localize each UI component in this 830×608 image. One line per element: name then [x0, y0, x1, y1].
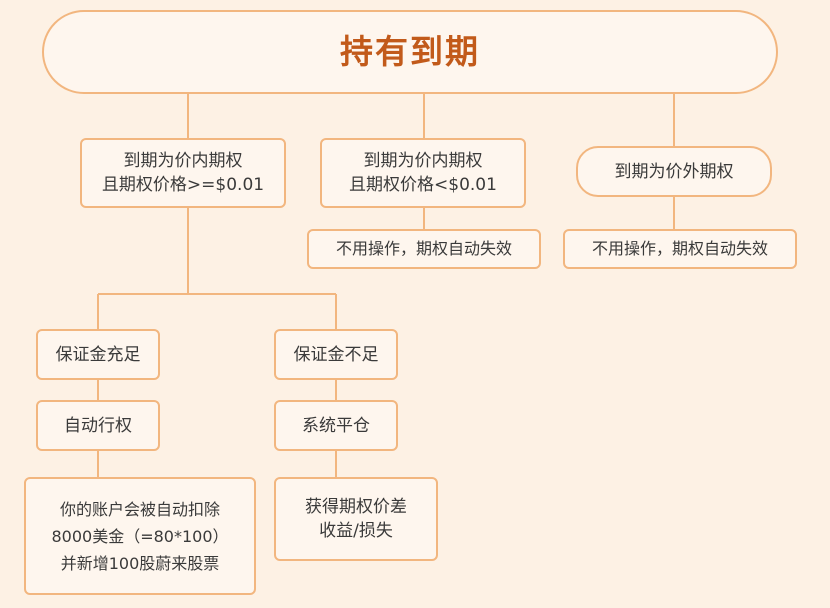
itm-above-threshold-node: 到期为价内期权 且期权价格>=$0.01 — [80, 138, 286, 208]
margin-insufficient-node: 保证金不足 — [274, 329, 398, 380]
itm-above-threshold-label: 到期为价内期权 且期权价格>=$0.01 — [101, 151, 265, 195]
system-close-label: 系统平仓 — [302, 415, 370, 436]
auto-exercise-node: 自动行权 — [36, 400, 160, 451]
margin-sufficient-label: 保证金充足 — [55, 344, 141, 365]
system-close-node: 系统平仓 — [274, 400, 398, 451]
itm-below-result-node: 不用操作，期权自动失效 — [307, 229, 541, 269]
otm-result-node: 不用操作，期权自动失效 — [563, 229, 797, 269]
exercise-outcome-label: 你的账户会被自动扣除 8000美金（=80*100） 并新增100股蔚来股票 — [51, 499, 229, 573]
auto-exercise-label: 自动行权 — [64, 415, 132, 436]
otm-node: 到期为价外期权 — [576, 146, 772, 197]
itm-below-threshold-label: 到期为价内期权 且期权价格<$0.01 — [349, 151, 497, 195]
close-outcome-label: 获得期权价差 收益/损失 — [305, 497, 407, 541]
close-outcome-node: 获得期权价差 收益/损失 — [274, 477, 438, 561]
margin-insufficient-label: 保证金不足 — [293, 344, 379, 365]
exercise-outcome-node: 你的账户会被自动扣除 8000美金（=80*100） 并新增100股蔚来股票 — [24, 477, 256, 595]
margin-sufficient-node: 保证金充足 — [36, 329, 160, 380]
itm-below-result-label: 不用操作，期权自动失效 — [335, 239, 512, 258]
otm-result-label: 不用操作，期权自动失效 — [591, 239, 768, 258]
diagram-title: 持有到期 — [340, 32, 480, 71]
otm-label: 到期为价外期权 — [614, 161, 734, 182]
title-node: 持有到期 — [42, 10, 778, 94]
itm-below-threshold-node: 到期为价内期权 且期权价格<$0.01 — [320, 138, 526, 208]
